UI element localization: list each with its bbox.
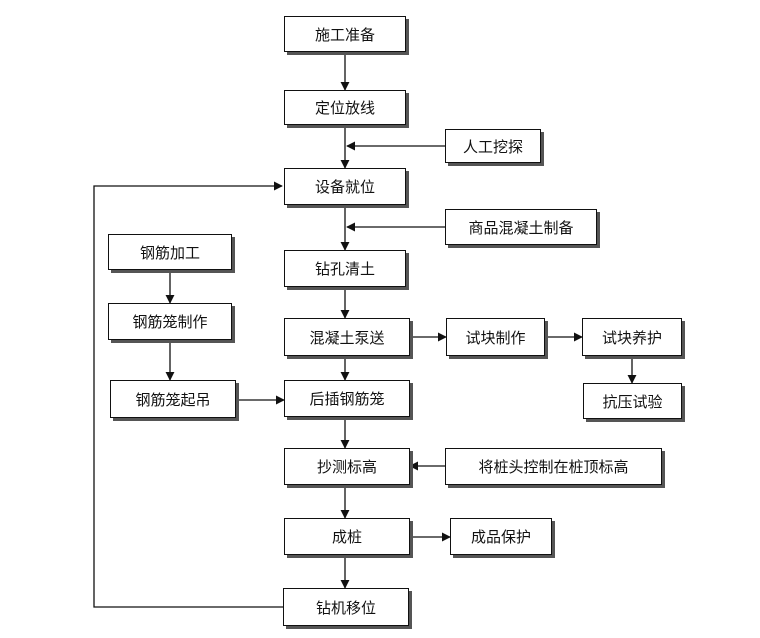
- arrow-loop-move-to-rig: [93, 181, 283, 608]
- node-pump: 混凝土泵送: [284, 318, 410, 356]
- node-finish-pile: 成桩: [284, 518, 410, 555]
- node-rig-position: 设备就位: [284, 168, 406, 205]
- node-sample-make: 试块制作: [446, 318, 545, 356]
- node-layout: 定位放线: [284, 90, 406, 125]
- node-drill-clean: 钻孔清土: [284, 250, 406, 287]
- node-pile-head-control: 将桩头控制在桩顶标高: [445, 448, 662, 485]
- node-rig-move: 钻机移位: [283, 588, 409, 626]
- node-cage-make: 钢筋笼制作: [108, 303, 232, 340]
- node-manual-dig: 人工挖探: [445, 129, 541, 163]
- node-rebar-process: 钢筋加工: [108, 234, 232, 270]
- node-concrete-prep: 商品混凝土制备: [445, 209, 597, 245]
- node-prep: 施工准备: [284, 16, 406, 52]
- node-cage-insert: 后插钢筋笼: [284, 380, 410, 417]
- node-compression-test: 抗压试验: [583, 383, 682, 419]
- node-sample-cure: 试块养护: [582, 318, 682, 356]
- node-cage-lift: 钢筋笼起吊: [110, 380, 236, 418]
- node-finished-protect: 成品保护: [450, 518, 552, 555]
- node-elevation: 抄测标高: [284, 448, 410, 485]
